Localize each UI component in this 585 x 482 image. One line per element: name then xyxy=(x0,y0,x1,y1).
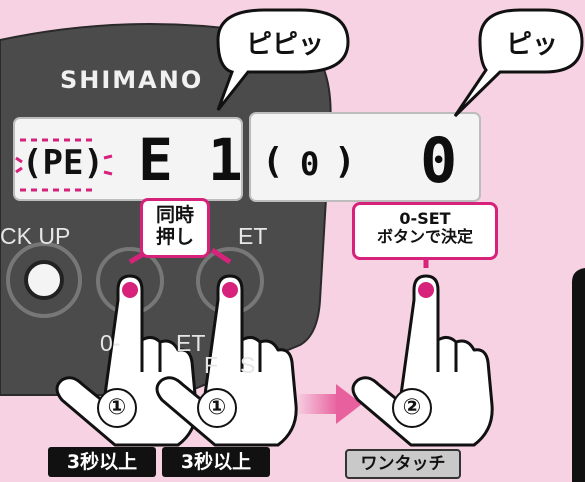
zero-set-confirm-note: 0-SET ボタンで決定 xyxy=(352,202,498,260)
press-point-fs xyxy=(222,282,238,298)
zero-set-label: 0- xyxy=(100,330,121,356)
zero-set-note-line2: ボタンで決定 xyxy=(376,227,473,247)
simultaneous-note-line1: 同時 xyxy=(155,204,194,226)
one-touch-label: ワンタッチ xyxy=(345,449,461,479)
simultaneous-note-line2: 押し xyxy=(155,225,194,248)
hand-right xyxy=(351,274,494,447)
paren-close: ) xyxy=(334,141,356,182)
small-value: 0 xyxy=(300,145,320,183)
note-connector-right xyxy=(210,247,232,265)
step-1-marker-a: ① xyxy=(97,388,137,428)
beep-twice-text: ピピッ xyxy=(245,30,324,60)
hand-middle xyxy=(155,274,298,447)
step-2-marker: ② xyxy=(392,388,432,428)
paren-open: ( xyxy=(262,141,284,182)
hand-left xyxy=(55,274,198,447)
fs-label: F xyxy=(204,352,219,378)
brand-logo: SHIMANO xyxy=(60,66,204,94)
backup-label: CK UP xyxy=(0,223,71,249)
right-dark-panel xyxy=(572,268,585,482)
set-label: ET xyxy=(238,223,268,249)
zero-set-note-line1: 0-SET xyxy=(399,209,451,228)
zero-set-label-suffix: ET xyxy=(176,330,206,356)
step-1-marker-b: ① xyxy=(197,388,237,428)
blink-dashes xyxy=(15,138,113,192)
backup-button xyxy=(24,260,64,300)
press-point-zero-set xyxy=(122,282,138,298)
press-point-zero-set-confirm xyxy=(418,282,434,298)
beep-once-text: ピッ xyxy=(505,30,558,60)
hold-duration-a: 3秒以上 xyxy=(48,447,156,477)
pe-indicator: (PE) xyxy=(22,143,104,183)
arrow-next xyxy=(296,384,362,424)
backup-button-ring xyxy=(6,242,82,318)
main-value: 0 xyxy=(420,124,458,197)
speech-bubble-left-shape xyxy=(216,8,350,111)
speech-bubble-right-shape xyxy=(453,8,584,118)
error-code: E 1 xyxy=(138,126,243,194)
left-display-panel xyxy=(13,117,243,201)
hold-duration-b: 3秒以上 xyxy=(162,447,270,477)
fs-label-suffix: S xyxy=(240,352,256,378)
simultaneous-press-note: 同時 押し xyxy=(140,198,210,258)
right-display-panel xyxy=(249,112,481,202)
